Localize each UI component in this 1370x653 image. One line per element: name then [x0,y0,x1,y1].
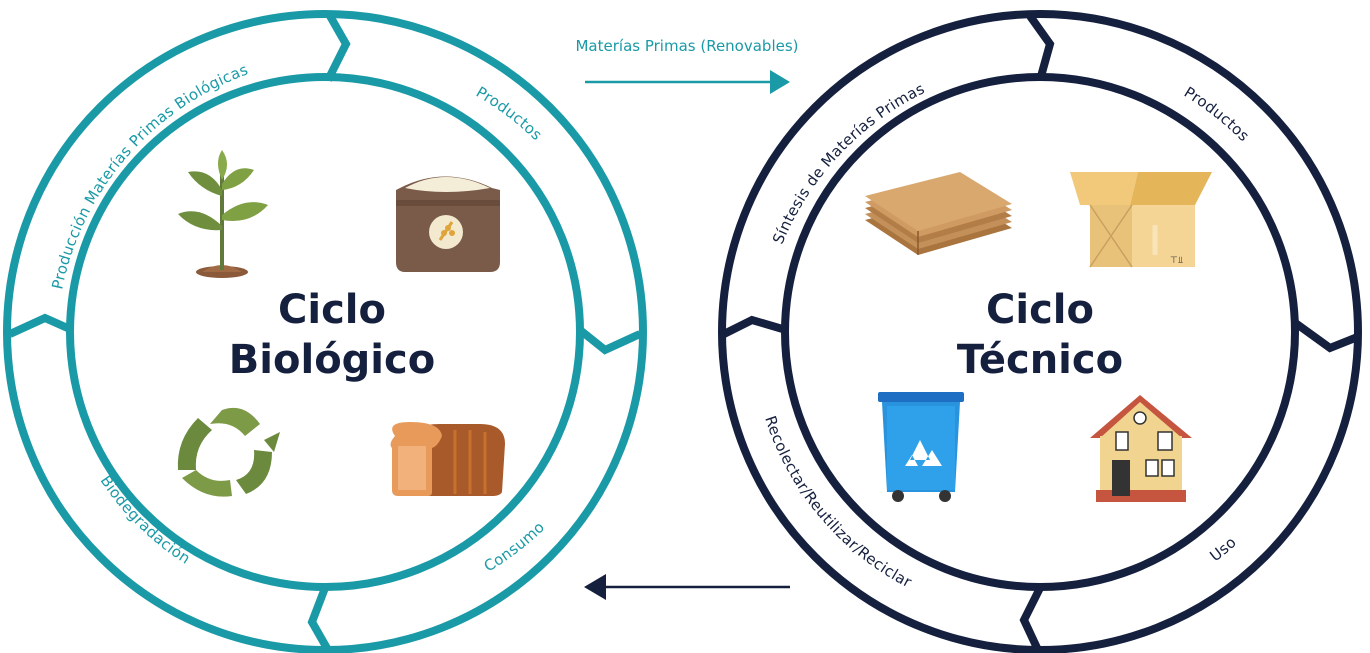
bio-divider-left [8,313,74,338]
recycle-leaves-icon [177,407,280,497]
bio-divider-top [324,14,351,82]
tec-outer-ring [718,10,1362,653]
flow-label-top: Materías Primas (Renovables) [575,37,798,55]
bio-title-line1: Ciclo [278,287,386,333]
tec-title-line1: Ciclo [986,287,1094,333]
biological-cycle: Producción Materías Primas Biológicas Pr… [3,10,647,653]
cardboard-sheets-icon [865,172,1012,255]
bio-stage-label-biodegradation: Biodegradación [97,472,194,568]
svg-text:⊤⫫: ⊤⫫ [1170,256,1183,266]
tec-divider-bottom [1019,586,1044,652]
tec-divider-left [722,315,788,338]
flow-arrow-top [585,70,790,94]
tec-stage-label-use: Uso [1206,533,1239,565]
bio-title-line2: Biológico [229,337,435,383]
bread-icon [390,422,505,496]
flow-arrow-bottom [584,574,790,600]
recycle-bin-icon [878,392,964,502]
cardboard-box-icon: ⊤⫫ [1070,172,1212,268]
flour-sack-icon [396,176,500,272]
tec-divider-top [1026,13,1055,82]
bio-divider-bottom [307,586,332,652]
bio-divider-right [577,326,642,355]
technical-cycle: Síntesis de Materías Primas Productos Us… [718,10,1362,653]
plant-icon [178,150,268,278]
tec-title-line2: Técnico [957,337,1123,383]
tec-divider-right [1291,318,1362,353]
house-icon [1090,395,1192,502]
tec-stage-label-products: Productos [1181,83,1253,145]
